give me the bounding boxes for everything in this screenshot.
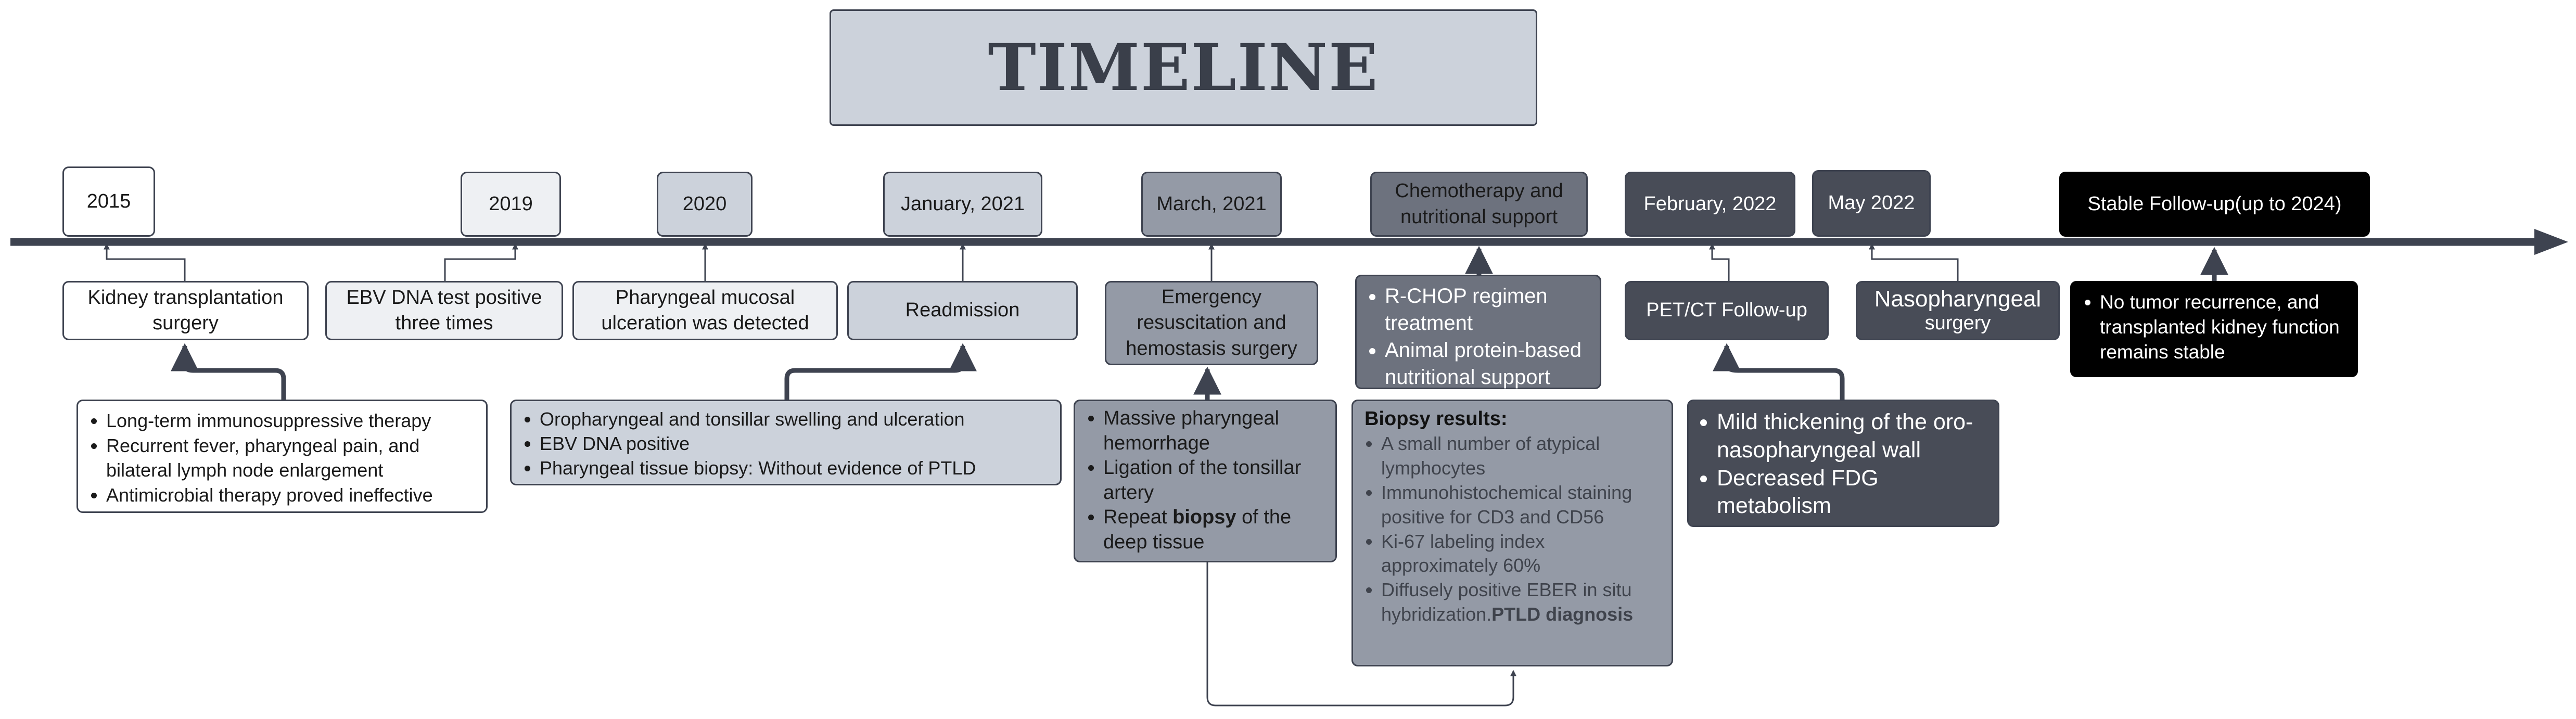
connector-2019 — [444, 243, 518, 281]
detail-biopsy-list: A small number of atypical lymphocytes I… — [1364, 432, 1659, 626]
timeline-axis-arrowhead — [2534, 229, 2568, 255]
list-item: EBV DNA positive — [540, 432, 1048, 456]
list-item: Mild thickening of the oro-nasopharyngea… — [1717, 408, 1985, 465]
connector-2015 — [104, 243, 186, 281]
event-nasopharyngeal-label: Nasopharyngeal — [1874, 286, 2042, 312]
date-chemo: Chemotherapy and nutritional support — [1370, 172, 1588, 237]
ptld-diagnosis: PTLD diagnosis — [1491, 603, 1634, 625]
date-stable-follow-up: Stable Follow-up(up to 2024) — [2059, 172, 2370, 237]
connector-history — [171, 343, 286, 400]
eber-text: Diffusely positive EBER in situ hybridiz… — [1381, 579, 1632, 625]
list-item: Oropharyngeal and tonsillar swelling and… — [540, 407, 1048, 432]
list-item: Recurrent fever, pharyngeal pain, and bi… — [106, 433, 474, 483]
list-item: Long-term immunosuppressive therapy — [106, 408, 474, 433]
event-surgery-label: surgery — [1924, 312, 1991, 335]
event-readmission: Readmission — [847, 281, 1078, 340]
detail-emergency-list: Massive pharyngeal hemorrhage Ligation o… — [1087, 406, 1323, 555]
date-may-2022: May 2022 — [1812, 170, 1931, 237]
list-item: Immunohistochemical staining positive fo… — [1381, 481, 1659, 530]
date-chemo-label: Chemotherapy and nutritional support — [1395, 180, 1563, 228]
event-emergency-surgery-label: Emergency resuscitation and hemostasis s… — [1126, 286, 1297, 359]
connector-may-2022 — [1869, 243, 1959, 281]
event-kidney-transplantation: Kidney transplantation surgery — [62, 281, 309, 340]
date-2020: 2020 — [657, 172, 753, 237]
event-ebv-dna-test-label: EBV DNA test positive three times — [346, 286, 542, 334]
list-item: Ki-67 labeling index approximately 60% — [1381, 530, 1659, 579]
date-may-2022-label: May 2022 — [1828, 192, 1915, 214]
detail-emergency: Massive pharyngeal hemorrhage Ligation o… — [1074, 400, 1337, 562]
date-jan-2021-label: January, 2021 — [900, 192, 1025, 215]
event-mucosal-ulceration-label: Pharyngeal mucosal ulceration was detect… — [601, 286, 809, 334]
date-feb-2022-label: February, 2022 — [1643, 192, 1777, 215]
event-chemotherapy-list: R-CHOP regimen treatment Animal protein-… — [1368, 283, 1587, 391]
biopsy-results-heading: Biopsy results: — [1364, 408, 1508, 430]
event-kidney-transplantation-label: Kidney transplantation surgery — [87, 286, 284, 334]
list-item: Massive pharyngeal hemorrhage — [1103, 406, 1323, 456]
event-chemotherapy-details: R-CHOP regimen treatment Animal protein-… — [1355, 275, 1601, 389]
list-item: A small number of atypical lymphocytes — [1381, 432, 1659, 481]
event-petct-follow-up: PET/CT Follow-up — [1625, 281, 1829, 340]
detail-readmission: Oropharyngeal and tonsillar swelling and… — [510, 400, 1062, 485]
list-item: R-CHOP regimen treatment — [1385, 283, 1587, 337]
detail-biopsy-results: Biopsy results: A small number of atypic… — [1351, 400, 1673, 666]
list-item: Ligation of the tonsillar artery — [1103, 456, 1323, 505]
event-mucosal-ulceration: Pharyngeal mucosal ulceration was detect… — [572, 281, 838, 340]
list-item: Diffusely positive EBER in situ hybridiz… — [1381, 578, 1659, 627]
event-readmission-label: Readmission — [905, 299, 1020, 322]
detail-petct: Mild thickening of the oro-nasopharyngea… — [1687, 400, 1999, 527]
event-nasopharyngeal-surgery: Nasopharyngeal surgery — [1856, 281, 2060, 340]
date-mar-2021: March, 2021 — [1141, 172, 1282, 237]
date-2019-label: 2019 — [489, 192, 533, 215]
list-item: No tumor recurrence, and transplanted ki… — [2100, 290, 2344, 365]
detail-history: Long-term immunosuppressive therapy Recu… — [76, 400, 488, 513]
event-follow-up-list: No tumor recurrence, and transplanted ki… — [2083, 290, 2344, 365]
event-emergency-surgery: Emergency resuscitation and hemostasis s… — [1105, 281, 1318, 365]
biopsy-emphasis: biopsy — [1172, 506, 1236, 528]
detail-readmission-list: Oropharyngeal and tonsillar swelling and… — [523, 407, 1048, 480]
date-feb-2022: February, 2022 — [1625, 172, 1795, 237]
event-follow-up-outcome: No tumor recurrence, and transplanted ki… — [2070, 281, 2358, 377]
date-2019: 2019 — [461, 172, 561, 237]
date-2015-label: 2015 — [86, 190, 131, 212]
date-2020-label: 2020 — [682, 192, 727, 215]
list-item: Animal protein-based nutritional support — [1385, 337, 1587, 391]
detail-history-list: Long-term immunosuppressive therapy Recu… — [90, 408, 474, 507]
date-mar-2021-label: March, 2021 — [1156, 192, 1267, 215]
timeline-title: TIMELINE — [830, 9, 1537, 126]
detail-petct-list: Mild thickening of the oro-nasopharyngea… — [1700, 408, 1985, 520]
repeat-prefix: Repeat — [1103, 506, 1173, 528]
connector-emergency-to-biopsy — [1206, 559, 1516, 707]
list-item: Repeat biopsy of the deep tissue — [1103, 505, 1323, 555]
list-item: Pharyngeal tissue biopsy: Without eviden… — [540, 456, 1048, 481]
connector-readmission — [784, 343, 977, 400]
date-jan-2021: January, 2021 — [883, 172, 1042, 237]
event-petct-follow-up-label: PET/CT Follow-up — [1646, 299, 1807, 322]
date-stable-follow-up-label: Stable Follow-up(up to 2024) — [2087, 192, 2342, 215]
connector-petct — [1713, 343, 1845, 400]
list-item: Decreased FDG metabolism — [1717, 465, 1985, 521]
list-item: Antimicrobial therapy proved ineffective — [106, 483, 474, 508]
connector-feb-2022 — [1709, 243, 1730, 281]
event-ebv-dna-test: EBV DNA test positive three times — [325, 281, 563, 340]
date-2015: 2015 — [62, 166, 155, 237]
repeat-suffix: of the deep tissue — [1103, 506, 1292, 553]
